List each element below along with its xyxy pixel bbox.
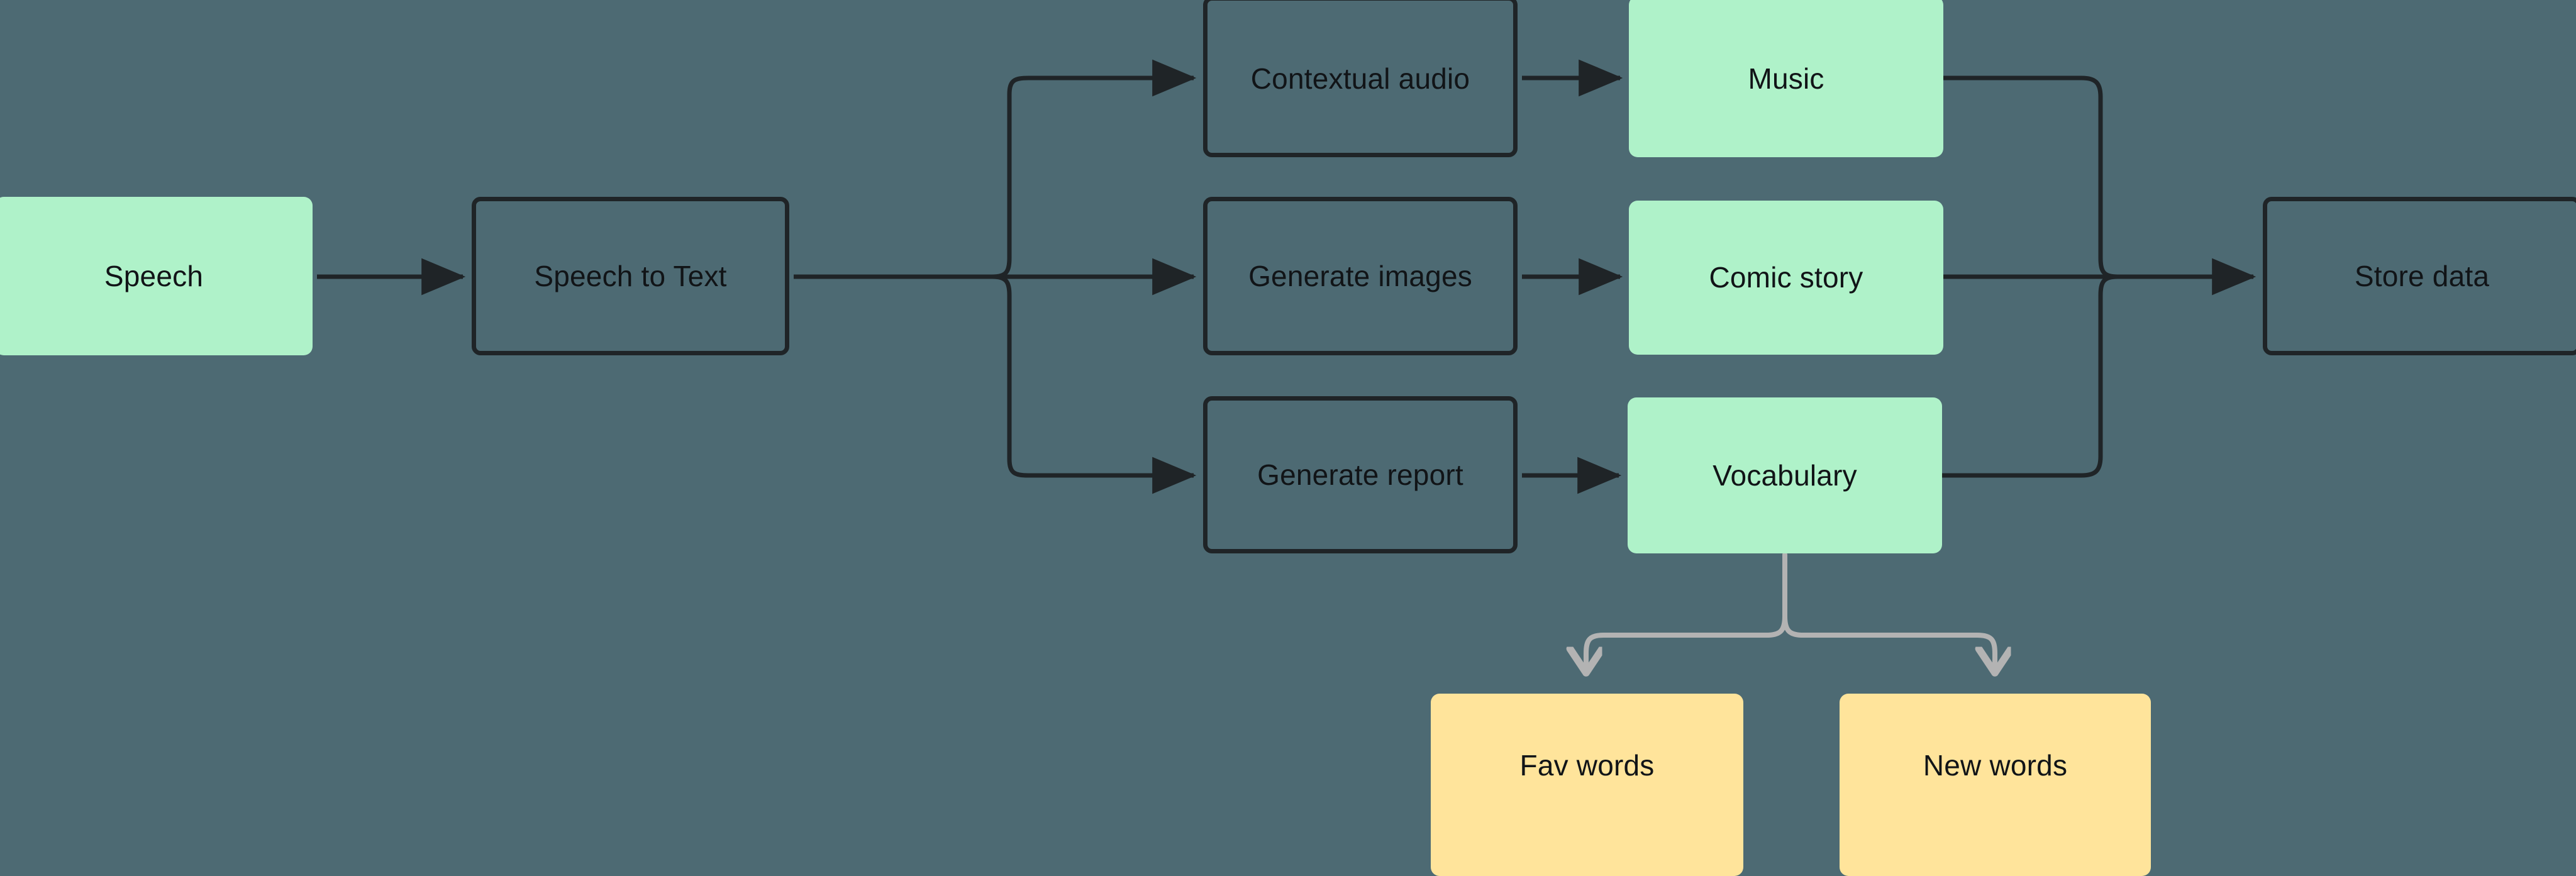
node-vocabulary[interactable]: Vocabulary [1628, 397, 1942, 553]
node-store-data-label: Store data [2354, 259, 2490, 292]
node-generate-images[interactable]: Generate images [1203, 197, 1518, 355]
edge-stt-to-generate-report [992, 274, 1197, 494]
node-contextual-audio-label: Contextual audio [1250, 62, 1470, 95]
node-generate-images-label: Generate images [1248, 259, 1472, 292]
edge-music-to-store-data [1943, 75, 2118, 279]
edge-vocabulary-to-fav-words [1586, 614, 1787, 673]
node-fav-words-label: Fav words [1519, 748, 1655, 782]
node-store-data[interactable]: Store data [2263, 197, 2576, 355]
edge-vocabulary-to-new-words [1782, 614, 1995, 673]
node-comic-story-label: Comic story [1709, 261, 1863, 294]
node-music-label: Music [1748, 62, 1824, 95]
node-comic-story[interactable]: Comic story [1629, 201, 1943, 355]
edge-stt-to-contextual-audio [992, 59, 1197, 279]
node-generate-report-label: Generate report [1257, 458, 1463, 491]
node-music[interactable]: Music [1629, 0, 1943, 157]
node-contextual-audio[interactable]: Contextual audio [1203, 0, 1518, 157]
node-speech-label: Speech [104, 259, 204, 292]
node-speech-to-text-label: Speech to Text [534, 259, 727, 292]
node-vocabulary-label: Vocabulary [1713, 458, 1857, 492]
node-speech[interactable]: Speech [0, 197, 313, 355]
edge-vocabulary-to-store-data [1942, 274, 2118, 478]
node-new-words-label: New words [1923, 748, 2068, 782]
node-speech-to-text[interactable]: Speech to Text [472, 197, 789, 355]
node-generate-report[interactable]: Generate report [1203, 396, 1518, 553]
